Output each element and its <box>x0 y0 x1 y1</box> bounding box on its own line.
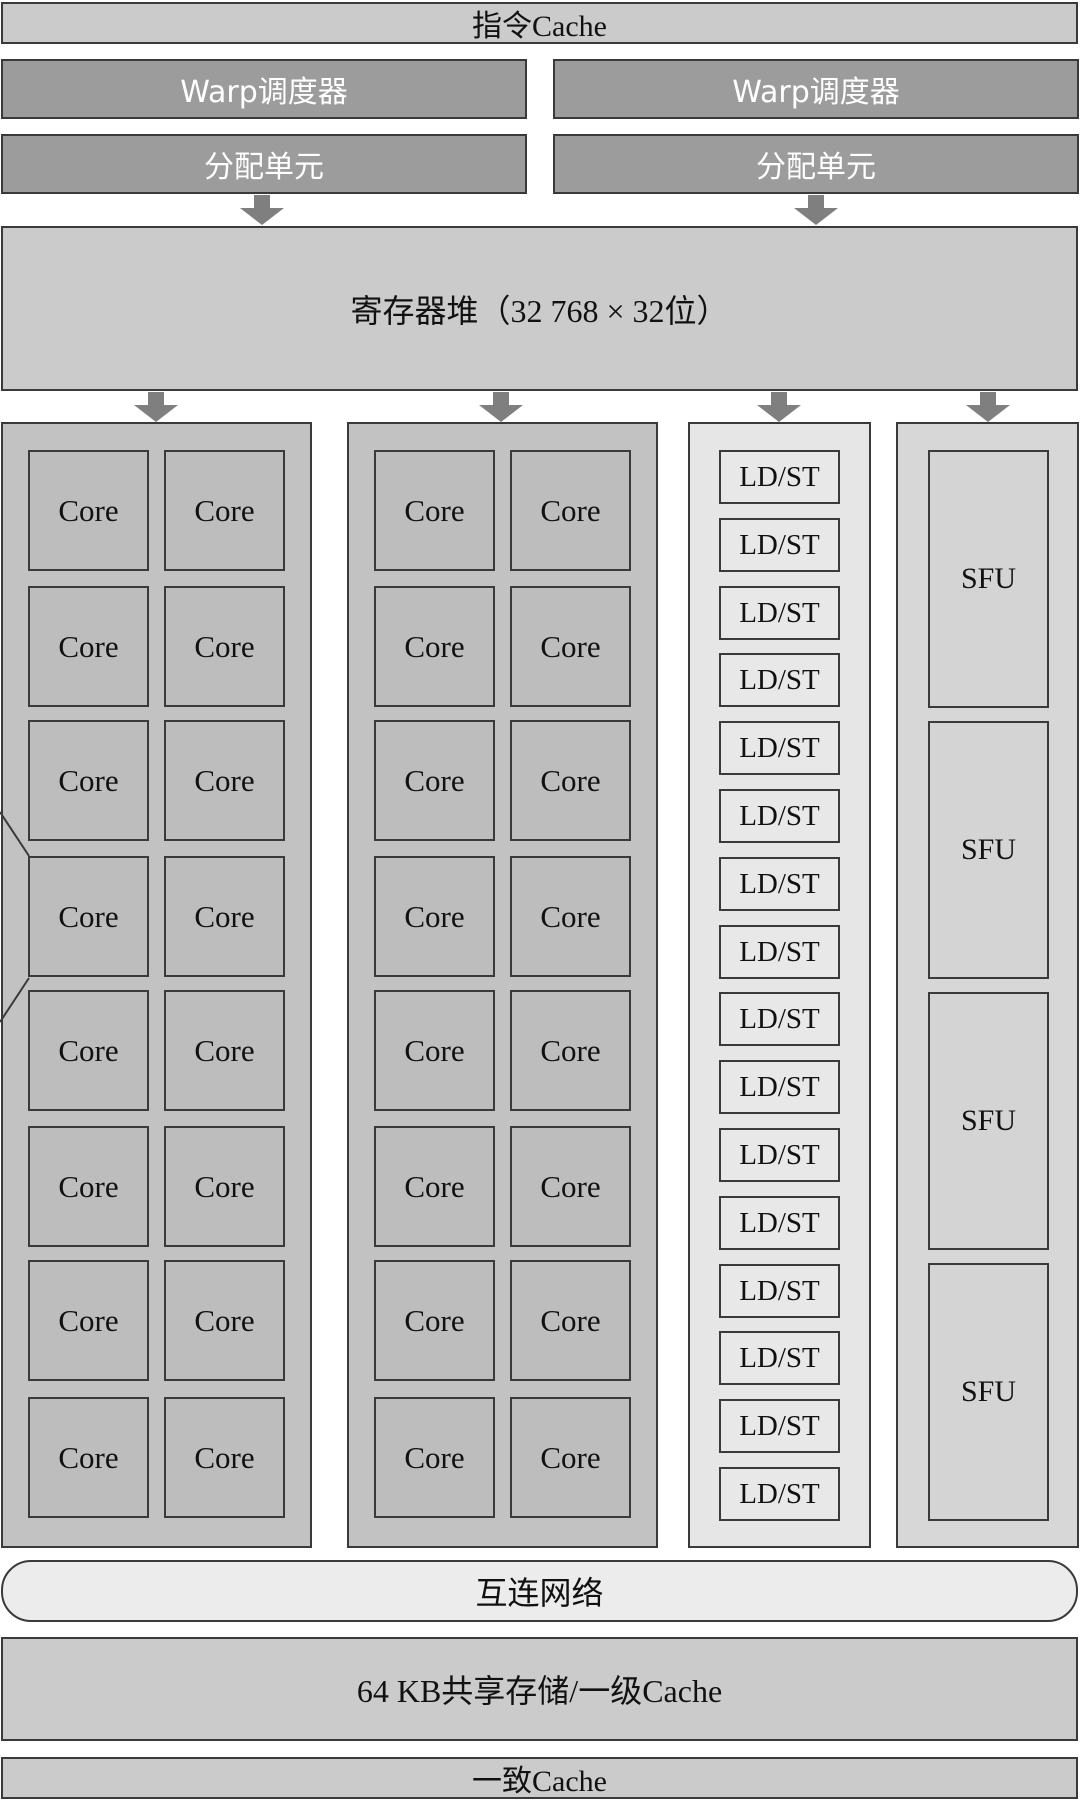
ldst-unit: LD/ST <box>719 1399 840 1453</box>
ldst-unit: LD/ST <box>719 1196 840 1250</box>
core-unit: Core <box>164 450 285 571</box>
core-unit: Core <box>510 1397 631 1518</box>
ldst-unit: LD/ST <box>719 925 840 979</box>
ldst-unit: LD/ST <box>719 518 840 572</box>
core-unit: Core <box>164 1397 285 1518</box>
register-file: 寄存器堆（32 768 × 32位） <box>1 226 1078 391</box>
core-unit: Core <box>28 1260 149 1381</box>
ldst-unit: LD/ST <box>719 450 840 504</box>
shared-memory-l1-cache: 64 KB共享存储/一级Cache <box>1 1637 1078 1741</box>
ldst-unit: LD/ST <box>719 1467 840 1521</box>
core-unit: Core <box>28 720 149 841</box>
arrow-down-icon <box>240 195 284 225</box>
warp-scheduler-left: Warp调度器 <box>1 59 527 119</box>
ldst-unit: LD/ST <box>719 1060 840 1114</box>
sfu-unit: SFU <box>928 1263 1049 1521</box>
side-connector-lines <box>0 811 30 1023</box>
core-unit: Core <box>374 1397 495 1518</box>
core-unit: Core <box>28 856 149 977</box>
interconnect-network: 互连网络 <box>1 1560 1078 1622</box>
core-unit: Core <box>510 1126 631 1247</box>
core-unit: Core <box>28 1126 149 1247</box>
ldst-unit: LD/ST <box>719 653 840 707</box>
sfu-unit: SFU <box>928 992 1049 1250</box>
core-unit: Core <box>164 990 285 1111</box>
core-unit: Core <box>510 990 631 1111</box>
warp-scheduler-right: Warp调度器 <box>553 59 1079 119</box>
instruction-cache: 指令Cache <box>1 2 1078 44</box>
core-unit: Core <box>164 1126 285 1247</box>
core-unit: Core <box>374 1260 495 1381</box>
core-unit: Core <box>28 990 149 1111</box>
core-unit: Core <box>28 586 149 707</box>
core-unit: Core <box>164 586 285 707</box>
core-unit: Core <box>374 856 495 977</box>
ldst-unit: LD/ST <box>719 586 840 640</box>
arrow-down-icon <box>794 195 838 225</box>
arrow-down-icon <box>479 392 523 422</box>
core-unit: Core <box>374 990 495 1111</box>
ldst-unit: LD/ST <box>719 1331 840 1385</box>
core-unit: Core <box>374 720 495 841</box>
core-unit: Core <box>374 586 495 707</box>
ldst-unit: LD/ST <box>719 789 840 843</box>
ldst-unit: LD/ST <box>719 992 840 1046</box>
dispatch-unit-left: 分配单元 <box>1 134 527 194</box>
core-unit: Core <box>28 1397 149 1518</box>
core-unit: Core <box>374 1126 495 1247</box>
core-unit: Core <box>510 720 631 841</box>
core-unit: Core <box>510 1260 631 1381</box>
ldst-unit: LD/ST <box>719 1128 840 1182</box>
core-unit: Core <box>164 856 285 977</box>
core-unit: Core <box>28 450 149 571</box>
core-unit: Core <box>510 856 631 977</box>
ldst-unit: LD/ST <box>719 1264 840 1318</box>
uniform-cache: 一致Cache <box>1 1757 1078 1799</box>
sfu-unit: SFU <box>928 450 1049 708</box>
core-unit: Core <box>510 450 631 571</box>
core-unit: Core <box>164 720 285 841</box>
core-unit: Core <box>510 586 631 707</box>
arrow-down-icon <box>134 392 178 422</box>
core-unit: Core <box>374 450 495 571</box>
core-unit: Core <box>164 1260 285 1381</box>
arrow-down-icon <box>966 392 1010 422</box>
sfu-unit: SFU <box>928 721 1049 979</box>
ldst-unit: LD/ST <box>719 857 840 911</box>
dispatch-unit-right: 分配单元 <box>553 134 1079 194</box>
ldst-unit: LD/ST <box>719 721 840 775</box>
arrow-down-icon <box>757 392 801 422</box>
